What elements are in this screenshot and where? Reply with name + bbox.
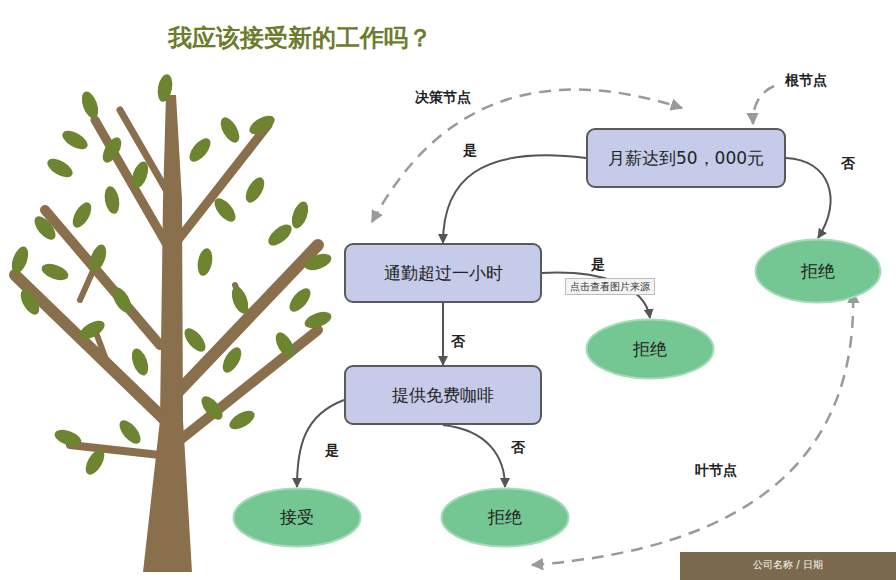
node-text: 通勤超过一小时 [384, 263, 503, 283]
tooltip-text: 点击查看图片来源 [565, 278, 655, 295]
branch-arrow [442, 303, 444, 365]
leaf-ellipse: 接受 [232, 487, 362, 548]
diagram-title: 我应该接受新的工作吗？ [168, 22, 432, 54]
node-text: 提供免费咖啡 [392, 385, 494, 405]
node-text: 月薪达到50，000元 [608, 148, 764, 168]
leaf-ellipse: 拒绝 [754, 238, 882, 304]
footer-text: 公司名称 / 日期 [680, 558, 896, 571]
branch-arrow [443, 425, 505, 487]
decision-box: 月薪达到50，000元 [586, 128, 786, 188]
branch-arrow [443, 155, 586, 243]
edge-label: 是 [323, 442, 341, 459]
node-text: 拒绝 [633, 339, 667, 359]
edge-label: 是 [589, 256, 607, 273]
leaf-ellipse: 拒绝 [585, 318, 715, 380]
node-text: 拒绝 [488, 507, 522, 527]
callout-label: 叶节点 [693, 462, 739, 479]
branch-arrow [786, 158, 831, 238]
callout-label: 根节点 [783, 72, 829, 89]
node-text: 接受 [280, 507, 314, 527]
callout-label: 决策节点 [413, 89, 473, 106]
node-text: 拒绝 [801, 261, 835, 281]
leaf-ellipse: 拒绝 [440, 487, 570, 548]
branch-arrow [297, 400, 344, 487]
edge-label: 否 [839, 155, 857, 172]
edge-label: 否 [449, 333, 467, 350]
decision-box: 通勤超过一小时 [344, 243, 542, 303]
decision-box: 提供免费咖啡 [344, 365, 542, 425]
edge-label: 是 [461, 142, 479, 159]
edge-label: 否 [509, 439, 527, 456]
